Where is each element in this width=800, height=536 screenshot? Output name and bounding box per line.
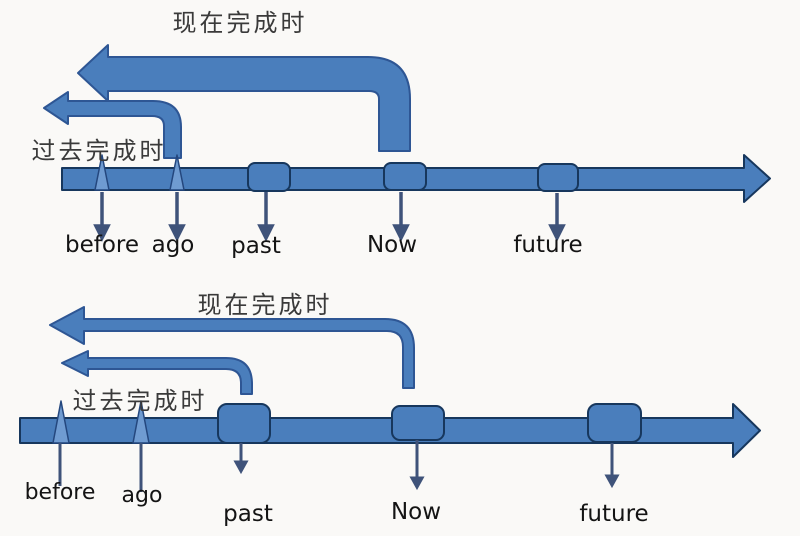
bottom-past-perfect-label: 过去完成时 (72, 387, 208, 415)
top-down-pointers (93, 192, 566, 242)
top-present-perfect-label: 现在完成时 (172, 9, 308, 37)
bottom-label-now: Now (390, 499, 442, 525)
bottom-past-marker (217, 403, 271, 444)
top-label-future: future (513, 232, 583, 258)
top-present-perfect-arrow (77, 44, 411, 152)
top-label-ago: ago (151, 232, 195, 258)
bottom-label-before: before (24, 480, 96, 505)
top-past-perfect-arrow (43, 91, 182, 159)
bottom-now-marker (391, 405, 445, 441)
top-before-spike-marker (94, 154, 110, 191)
top-label-now: Now (366, 232, 418, 258)
top-ago-spike-marker (169, 154, 185, 191)
bottom-present-perfect-arrow (49, 306, 415, 389)
top-label-before: before (64, 232, 140, 258)
top-future-marker (537, 163, 579, 192)
bottom-label-past: past (223, 501, 273, 527)
top-past-perfect-label: 过去完成时 (31, 137, 167, 165)
bottom-label-ago: ago (121, 483, 163, 508)
bottom-present-perfect-label: 现在完成时 (197, 291, 333, 319)
top-label-past: past (231, 233, 281, 259)
top-now-marker (383, 162, 427, 191)
bottom-future-marker (587, 403, 642, 443)
bottom-past-perfect-arrow (61, 350, 253, 395)
bottom-label-future: future (579, 501, 649, 527)
top-past-marker (247, 162, 291, 192)
bottom-down-pointers (58, 440, 620, 492)
